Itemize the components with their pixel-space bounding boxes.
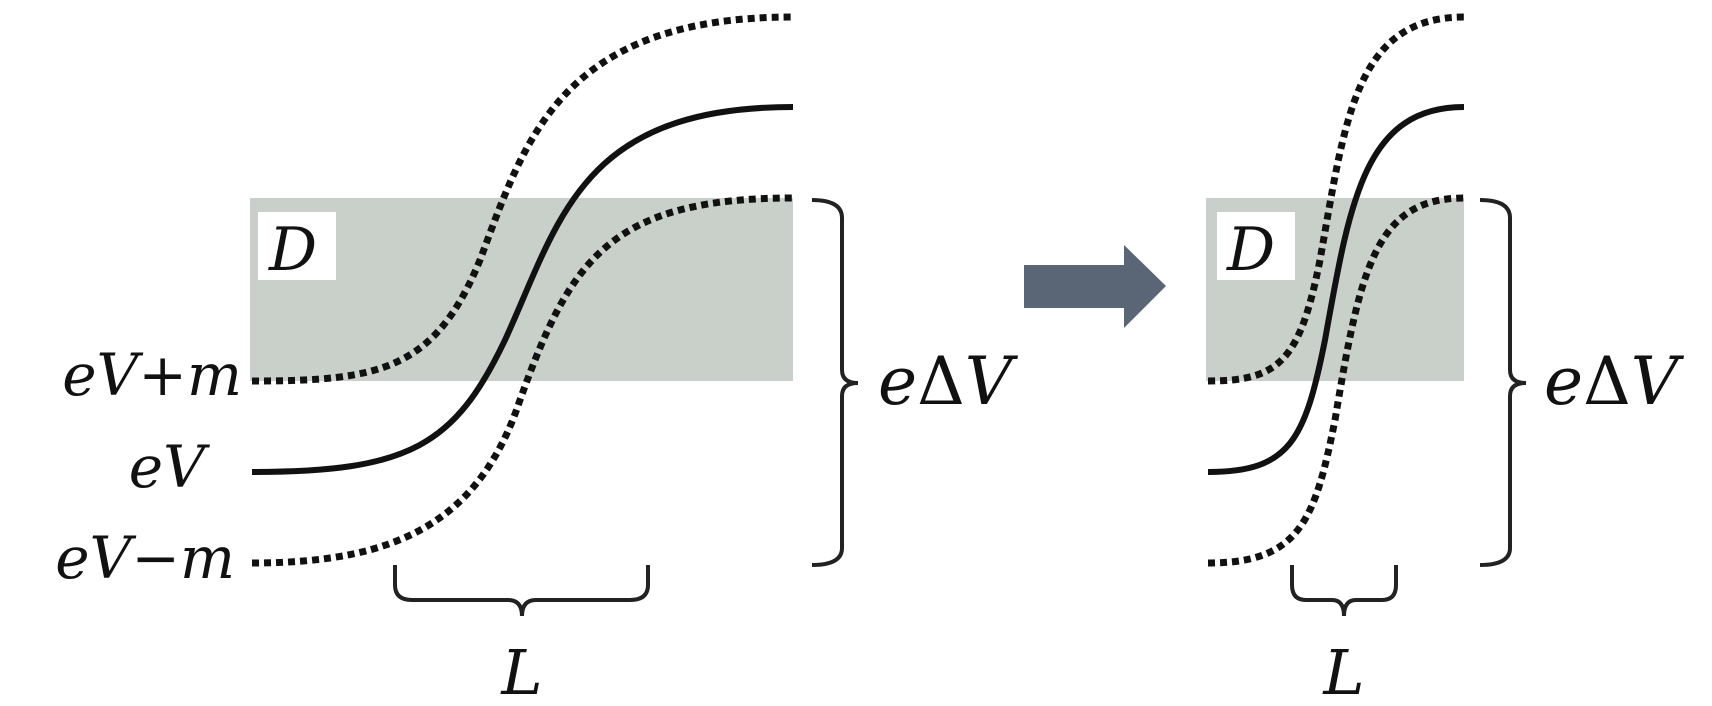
right-right-brace: [1479, 198, 1527, 567]
label-middle-level: eV: [129, 433, 210, 501]
right-brace-bottom-label: L: [1322, 636, 1364, 706]
right-brace-right-label: eΔV: [1544, 343, 1685, 420]
left-bottom-brace: [393, 565, 650, 617]
right-arrow-icon: [1024, 245, 1166, 328]
right-bottom-brace: [1290, 565, 1398, 617]
left-middle-curve: [251, 104, 794, 475]
left-panel: D eV+m eV eV−m eΔV L: [55, 13, 1019, 706]
right-region-label: D: [1226, 215, 1275, 285]
right-panel: D eΔV L: [1206, 13, 1685, 706]
right-upper-curve: [1207, 13, 1465, 385]
left-brace-right-label: eΔV: [878, 343, 1019, 420]
right-lower-curve: [1207, 194, 1465, 567]
left-brace-bottom-label: L: [500, 636, 542, 706]
left-region-label: D: [268, 215, 317, 285]
left-region-label-box: [258, 212, 336, 280]
left-region-d: [250, 198, 793, 381]
label-lower-level: eV−m: [55, 524, 235, 592]
left-right-brace: [811, 198, 859, 567]
label-upper-level: eV+m: [62, 341, 242, 409]
right-middle-curve: [1207, 104, 1465, 475]
right-region-label-box: [1217, 212, 1295, 280]
left-lower-curve: [251, 194, 794, 567]
left-upper-curve: [251, 13, 794, 385]
